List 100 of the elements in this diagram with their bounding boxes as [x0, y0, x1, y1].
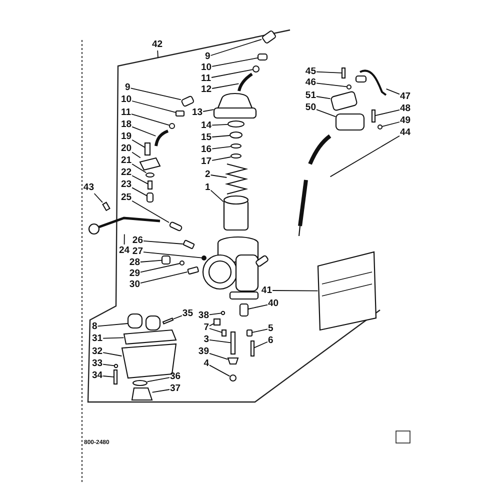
leader-line — [97, 323, 128, 327]
leader-line — [102, 364, 115, 366]
spring-drawing — [224, 163, 248, 195]
end-fitting-drawing — [180, 95, 195, 108]
tube-drawing — [238, 72, 253, 92]
callout-number: 5 — [268, 323, 274, 334]
callout-number: 16 — [201, 144, 212, 155]
callout-number: 8 — [92, 321, 98, 332]
callout-number: 40 — [268, 298, 279, 309]
washer-drawing — [146, 172, 154, 178]
callout-number: 29 — [129, 268, 140, 279]
callout-number: 41 — [261, 285, 272, 296]
screw-drawing — [371, 109, 376, 123]
jet-drawing — [213, 318, 221, 326]
leader-line — [209, 364, 230, 377]
leader-line — [143, 240, 184, 244]
callout-number: 26 — [132, 235, 143, 246]
cable-drawing — [298, 134, 332, 236]
callout-number: 4 — [204, 358, 209, 369]
washer-drawing — [114, 364, 118, 368]
leader-line — [102, 376, 114, 378]
callout-number: 15 — [201, 132, 212, 143]
cup-drawing — [227, 357, 239, 365]
callout-number: 45 — [305, 66, 316, 77]
leader-line — [209, 339, 232, 344]
leader-line — [254, 341, 268, 348]
leader-line — [212, 83, 240, 89]
leader-line — [316, 109, 336, 118]
leader-line — [124, 234, 125, 245]
leader-line — [132, 164, 147, 174]
washer-drawing — [230, 154, 242, 158]
lever-drawing — [355, 70, 387, 96]
callout-number: 17 — [201, 156, 212, 167]
leader-line — [212, 156, 232, 161]
leader-line — [102, 352, 122, 356]
leader-line — [140, 260, 162, 262]
leader-line — [132, 152, 141, 158]
leader-line — [212, 146, 232, 150]
leader-line — [172, 315, 182, 320]
leader-line — [132, 175, 148, 184]
leader-line — [210, 38, 262, 56]
callout-number: 36 — [170, 371, 181, 382]
leader-line — [252, 328, 268, 333]
leader-line — [202, 109, 214, 112]
needle-jet-drawing — [230, 331, 236, 355]
callout-number: 14 — [201, 120, 212, 131]
callout-number: 49 — [400, 115, 411, 126]
callout-number: 22 — [121, 167, 132, 178]
rubber-cap-drawing — [127, 313, 161, 331]
leader-line — [143, 252, 202, 258]
callout-number: 24 — [119, 245, 130, 256]
leader-line — [131, 114, 170, 126]
callout-number: 11 — [121, 107, 132, 118]
sleeve-drawing — [175, 110, 185, 117]
ring-drawing — [220, 310, 226, 316]
callout-number: 25 — [121, 192, 132, 203]
callout-number: 31 — [92, 333, 103, 344]
washer-drawing — [180, 260, 184, 266]
switch-housing-drawing — [335, 113, 365, 131]
clip-drawing — [102, 202, 110, 212]
seal-ring-drawing — [132, 380, 148, 386]
screw-drawing — [341, 67, 346, 79]
callout-number: 12 — [201, 84, 212, 95]
tube-drawing — [154, 130, 169, 146]
callout-number: 34 — [92, 370, 103, 381]
pin-drawing — [162, 318, 174, 324]
leader-line — [209, 328, 222, 333]
callout-number: 46 — [305, 77, 316, 88]
leader-line — [209, 352, 228, 360]
cap-drawing — [213, 92, 257, 119]
leader-line — [140, 271, 188, 284]
washer-drawing — [230, 132, 242, 138]
leader-line — [94, 193, 103, 203]
leader-line — [316, 82, 348, 88]
leader-line — [209, 312, 222, 316]
sleeve-drawing — [257, 53, 268, 61]
leader-line — [210, 174, 228, 178]
leader-line — [102, 337, 124, 339]
callout-number: 13 — [192, 107, 203, 118]
leader-line — [130, 88, 182, 100]
callout-number: 9 — [125, 82, 130, 93]
callout-number: 50 — [305, 102, 316, 113]
leader-line — [209, 323, 214, 326]
leader-line — [212, 57, 258, 67]
washer-drawing — [378, 124, 382, 130]
cable-end-drawing — [168, 221, 183, 232]
callout-number: 2 — [205, 169, 210, 180]
jet-drawing — [221, 329, 227, 337]
plunger-drawing — [146, 192, 154, 203]
leader-line — [211, 69, 254, 78]
callout-number: 21 — [121, 155, 132, 166]
spring-drawing — [147, 180, 153, 190]
leader-line — [212, 135, 230, 138]
callout-number: 43 — [83, 182, 94, 193]
callout-number: 9 — [205, 51, 210, 62]
bag-drawing — [317, 251, 377, 331]
callout-number: 27 — [132, 246, 143, 257]
leader-line — [210, 190, 224, 202]
jet-drawing — [246, 329, 253, 337]
leader-line — [146, 377, 170, 382]
